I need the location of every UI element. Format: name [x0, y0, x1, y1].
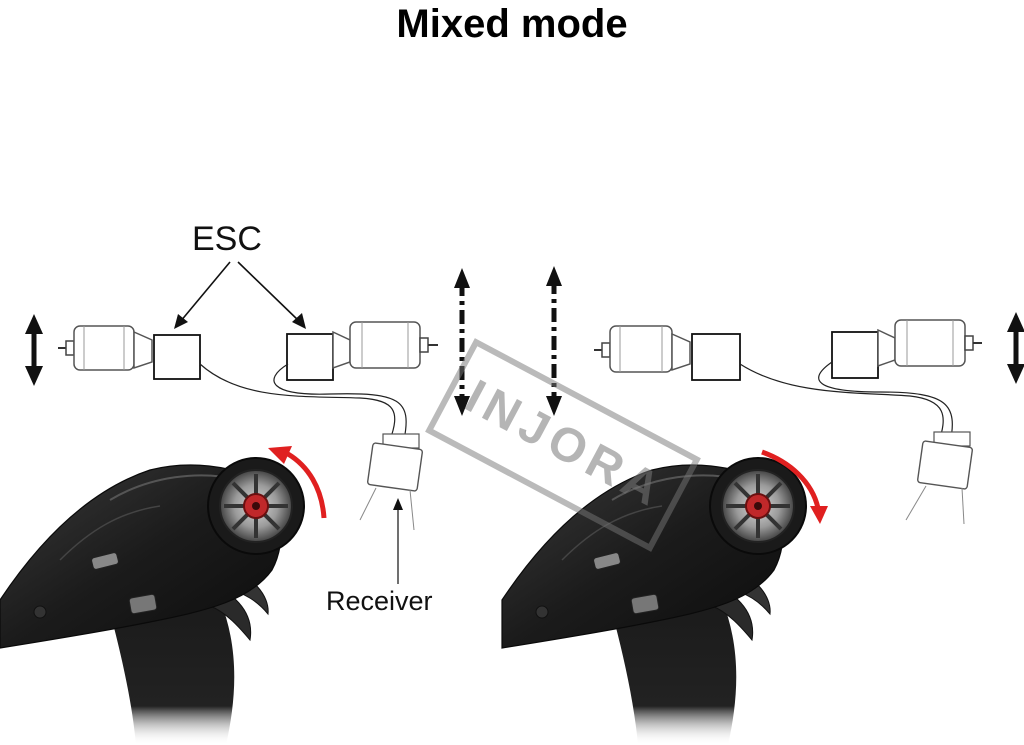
left-wire-a — [199, 363, 396, 441]
esc-pointer-arrows — [174, 261, 306, 329]
right-controller — [501, 457, 807, 745]
double-headed-vertical-arrow-icon — [25, 314, 43, 386]
curved-rotation-arrow-icon — [761, 449, 828, 524]
curved-rotation-arrow-icon — [268, 446, 327, 519]
double-headed-vertical-arrow-icon — [546, 266, 562, 416]
watermark-frame — [425, 338, 701, 552]
left-motor-a — [58, 325, 153, 371]
double-headed-vertical-arrow-icon — [454, 268, 470, 416]
right-motor-a — [594, 325, 691, 373]
left-drive-system — [58, 261, 438, 584]
left-controller — [0, 457, 305, 745]
receiver-label: Receiver — [326, 586, 433, 616]
right-esc-box-a — [691, 333, 741, 381]
right-wire-a — [739, 363, 944, 445]
double-headed-vertical-arrow-icon — [1007, 312, 1024, 384]
left-motor-b — [286, 321, 438, 381]
steering-wheel-right — [709, 457, 807, 555]
esc-label: ESC — [192, 220, 262, 258]
right-receiver — [905, 431, 973, 525]
right-motor-b — [831, 319, 982, 379]
left-wire-b — [273, 363, 407, 441]
right-wire-b — [818, 361, 953, 445]
left-esc-box-b — [286, 333, 334, 381]
left-receiver — [359, 433, 423, 531]
right-drive-system — [594, 319, 982, 525]
right-esc-box-b — [831, 331, 879, 379]
left-esc-box-a — [153, 334, 201, 380]
steering-wheel-left — [207, 457, 305, 555]
page-title: Mixed mode — [396, 2, 628, 46]
receiver-pointer-arrow — [393, 498, 403, 584]
